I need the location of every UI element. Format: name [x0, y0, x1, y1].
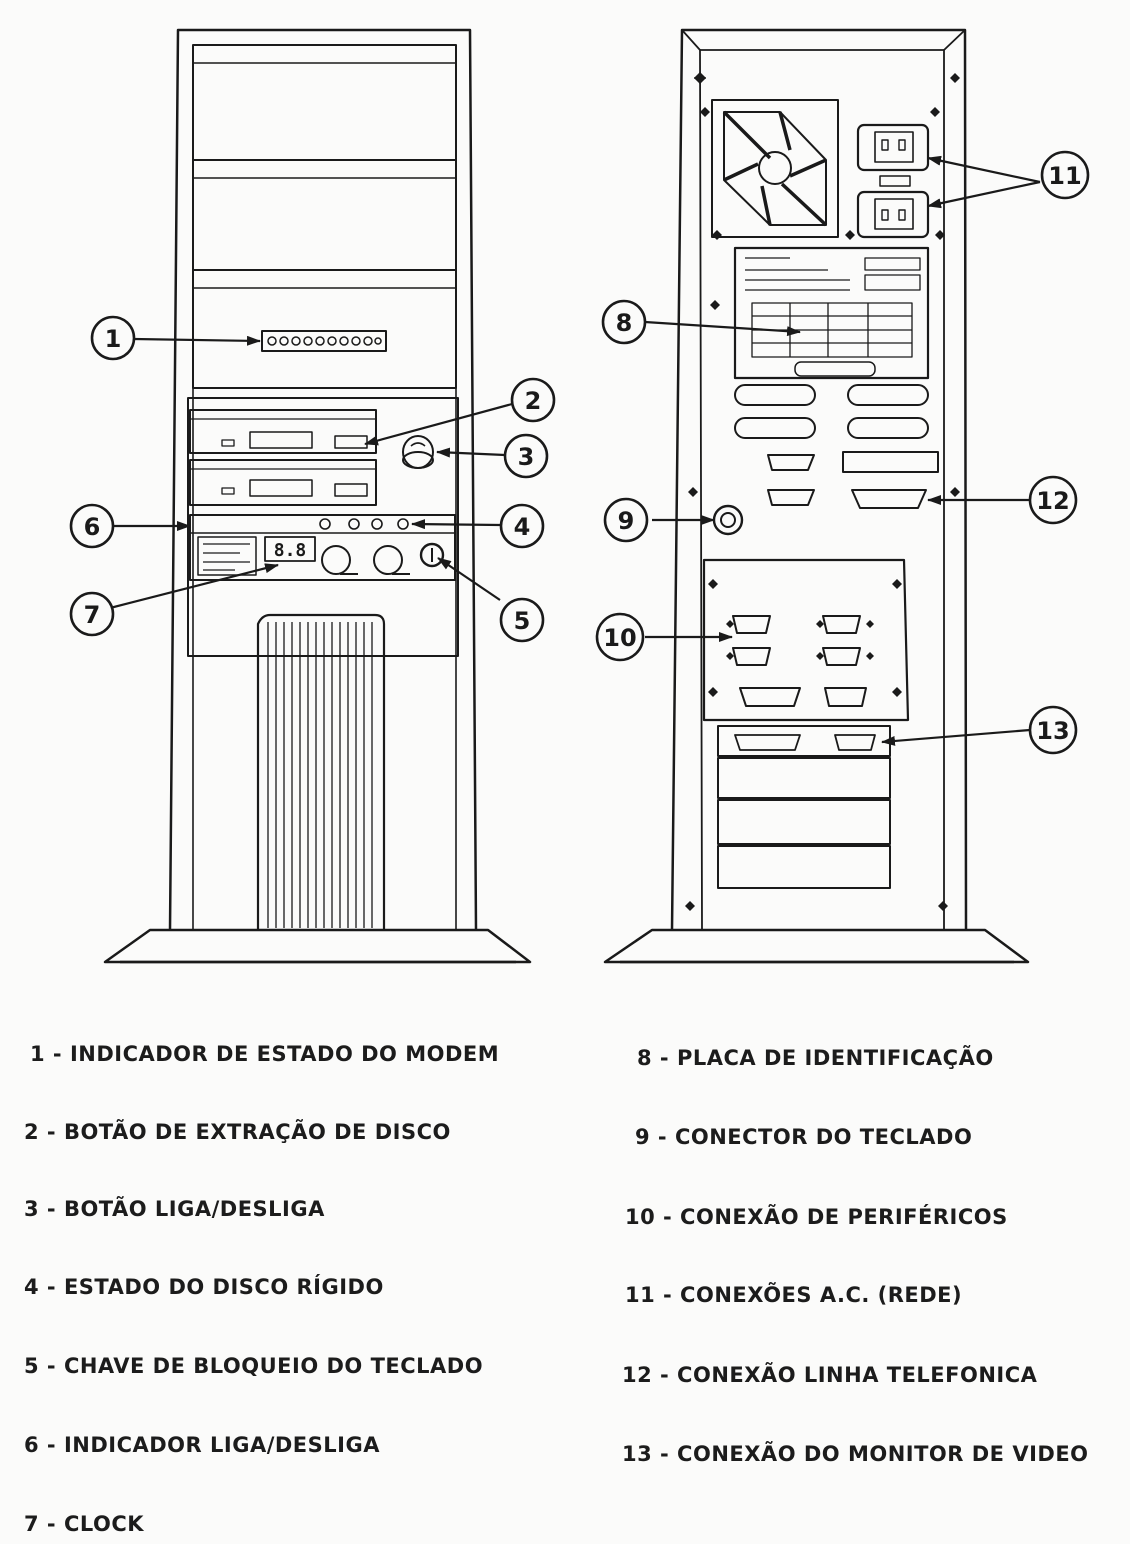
legend-item-9: 9 - CONECTOR DO TECLADO [635, 1125, 973, 1149]
legend-item-6: 6 - INDICADOR LIGA/DESLIGA [24, 1433, 380, 1457]
legend-item-13: 13 - CONEXÃO DO MONITOR DE VIDEO [622, 1442, 1089, 1466]
legend-item-4: 4 - ESTADO DO DISCO RÍGIDO [24, 1275, 384, 1299]
fan-grille [711, 99, 839, 238]
callout-1: 1 [105, 325, 122, 353]
callout-13: 13 [1036, 717, 1069, 745]
rear-view [603, 28, 1030, 964]
callout-8: 8 [616, 309, 633, 337]
floppy-drive-2 [189, 459, 377, 506]
modem-led-strip [261, 330, 387, 352]
status-panel [189, 514, 456, 581]
legend-item-3: 3 - BOTÃO LIGA/DESLIGA [24, 1197, 325, 1221]
rear-base [603, 928, 1030, 964]
legend-item-1: 1 - INDICADOR DE ESTADO DO MODEM [30, 1042, 500, 1066]
id-plate [733, 246, 930, 380]
callout-9: 9 [618, 507, 635, 535]
callout-3: 3 [518, 443, 535, 471]
eject-button [334, 435, 368, 449]
legend-item-7: 7 - CLOCK [24, 1512, 145, 1536]
legend-item-5: 5 - CHAVE DE BLOQUEIO DO TECLADO [24, 1354, 484, 1378]
clock-digits: 8.8 [274, 540, 307, 561]
keyboard-connector [712, 504, 744, 536]
legend-item-2: 2 - BOTÃO DE EXTRAÇÃO DE DISCO [24, 1120, 451, 1144]
drive-bay-3 [192, 269, 457, 389]
legend-item-8: 8 - PLACA DE IDENTIFICAÇÃO [637, 1046, 994, 1070]
power-knob [402, 435, 434, 469]
callout-11: 11 [1048, 162, 1081, 190]
front-base [103, 928, 532, 964]
ac-connector-top [856, 123, 930, 172]
callout-5: 5 [514, 607, 531, 635]
clock-display [264, 536, 316, 562]
legend-item-11: 11 - CONEXÕES A.C. (REDE) [625, 1283, 963, 1307]
front-tower [168, 28, 478, 931]
peripherals-panel [702, 558, 910, 722]
callout-6: 6 [84, 513, 101, 541]
callout-10: 10 [603, 624, 636, 652]
callout-7: 7 [84, 601, 101, 629]
legend-item-12: 12 - CONEXÃO LINHA TELEFONICA [622, 1363, 1038, 1387]
video-port [834, 734, 876, 751]
ac-connector-bottom [856, 190, 930, 239]
keyboard-lock-key [419, 542, 445, 568]
drive-bay-2 [192, 159, 457, 271]
phone-line-port [851, 489, 927, 509]
callout-4: 4 [514, 513, 531, 541]
floppy-drive-1 [189, 409, 377, 454]
callout-12: 12 [1036, 487, 1069, 515]
rear-tower [670, 28, 968, 931]
legend-item-10: 10 - CONEXÃO DE PERIFÉRICOS [625, 1205, 1008, 1229]
front-stand [256, 613, 386, 930]
callout-2: 2 [525, 387, 542, 415]
rear-screws [685, 71, 960, 911]
front-view [103, 28, 532, 964]
